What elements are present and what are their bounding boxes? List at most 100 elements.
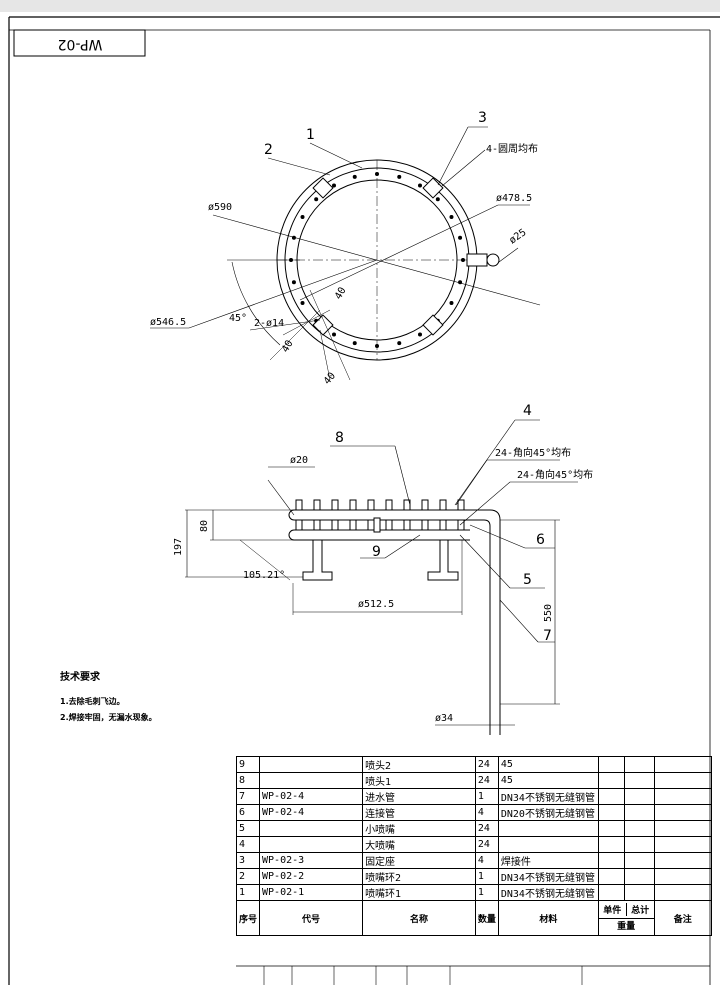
hdr-remark: 备注	[653, 900, 713, 936]
nozzle	[349, 519, 357, 530]
bom-cell-empty	[623, 852, 655, 869]
bom-cell-empty	[653, 772, 713, 789]
nozzle-hole	[397, 341, 402, 346]
bom-cell-qty: 1	[474, 884, 499, 901]
bom-cell-code: WP-02-4	[259, 804, 364, 821]
nozzle	[367, 519, 375, 530]
hdr-total: 总计	[631, 906, 650, 916]
dim-angle-45: 45°	[229, 313, 247, 324]
tech-req-item-1: 1.去除毛刺飞边。	[60, 697, 125, 706]
bom-cell-code	[259, 756, 364, 773]
nozzle	[421, 499, 429, 510]
bom-cell-empty	[653, 788, 713, 805]
bom-cell-no: 1	[235, 884, 261, 901]
tech-req-title: 技术要求	[60, 672, 100, 683]
bom-cell-qty: 24	[474, 820, 499, 837]
dim-550: 550	[543, 604, 554, 622]
nozzle	[313, 499, 321, 510]
dim-40-c: 40	[322, 371, 338, 387]
note-angle-2: 24-角向45°均布	[517, 468, 593, 481]
leader-holes	[249, 319, 321, 331]
nozzle	[349, 499, 357, 510]
nozzle-hole	[352, 341, 357, 346]
leader-6	[469, 524, 526, 549]
bom-cell-empty	[597, 836, 625, 853]
callout-8: 8	[335, 430, 344, 446]
dim-40-b: 40	[280, 339, 296, 355]
nozzle	[331, 499, 339, 510]
dim-25: ø25	[507, 227, 528, 246]
leader-note2	[459, 481, 511, 526]
nozzle-hole	[449, 215, 454, 219]
bom-cell-no: 2	[235, 868, 261, 885]
mount-tab-br	[422, 314, 444, 336]
mount-tab-bl	[312, 314, 334, 336]
bom-cell-name: 喷头1	[362, 772, 476, 789]
nozzle-hole	[435, 197, 440, 202]
nozzle-hole	[332, 332, 336, 337]
bom-cell-code	[259, 836, 364, 853]
bom-cell-empty	[653, 820, 713, 837]
leader-8	[394, 445, 411, 506]
bom-cell-material: DN34不锈钢无缝钢管	[497, 884, 599, 901]
ring1-end	[288, 509, 295, 521]
nozzle	[331, 519, 339, 530]
hdr-weight-group: 单件 总计 重量	[597, 900, 655, 936]
bom-cell-empty	[623, 884, 655, 901]
nozzle-hole	[449, 301, 454, 305]
bom-cell-material: 45	[497, 756, 599, 773]
bom-header: 序号 代号 名称 数量 材料 单件 总计 重量 备注	[235, 900, 713, 936]
nozzle-hole	[352, 174, 357, 179]
leader-5	[459, 534, 511, 589]
leader-note1	[455, 459, 488, 506]
hdr-material: 材料	[497, 900, 599, 936]
elevation-view: 8 4 6 5 9 7 24-角向45°均布 24-角向45°均布 ø20 80…	[173, 403, 593, 735]
nozzle	[403, 519, 411, 530]
dim-40-line-d	[319, 329, 331, 381]
nozzle	[313, 519, 321, 530]
bom-cell-no: 3	[235, 852, 261, 869]
bom-cell-qty: 24	[474, 836, 499, 853]
bom-cell-code: WP-02-2	[259, 868, 364, 885]
hdr-qty: 数量	[474, 900, 499, 936]
bom-cell-no: 7	[235, 788, 261, 805]
bom-cell-code: WP-02-3	[259, 852, 364, 869]
leader-note-plan	[441, 149, 486, 187]
inlet-pipe-outer	[470, 509, 501, 735]
bom-cell-material: DN34不锈钢无缝钢管	[497, 788, 599, 805]
bom-cell-name: 小喷嘴	[362, 820, 476, 837]
bom-cell-qty: 4	[474, 852, 499, 869]
callout-5: 5	[523, 572, 532, 588]
dim-512: ø512.5	[358, 599, 394, 610]
callout-9: 9	[372, 544, 381, 560]
inlet-pipe-section	[486, 253, 500, 267]
nozzle-hole	[314, 197, 319, 202]
dim-line-4785	[299, 204, 499, 301]
nozzle-hole	[300, 301, 305, 305]
leader-25	[498, 247, 519, 263]
tech-req-item-2: 2.焊接牢固，无漏水现象。	[60, 713, 157, 722]
leader-3	[437, 126, 469, 186]
dim-5465: ø546.5	[150, 317, 186, 328]
leader-2	[267, 157, 331, 176]
bom-cell-name: 大喷嘴	[362, 836, 476, 853]
nozzle-hole	[418, 332, 422, 337]
dim-40-line-b	[282, 309, 331, 336]
nozzle	[385, 499, 393, 510]
dim-590: ø590	[208, 202, 232, 213]
hdr-code: 代号	[259, 900, 364, 936]
bom-cell-empty	[597, 868, 625, 885]
bom-cell-code	[259, 820, 364, 837]
callout-6: 6	[536, 532, 545, 548]
bom-cell-material	[497, 820, 599, 837]
nozzle	[295, 499, 303, 510]
bom-cell-qty: 1	[474, 868, 499, 885]
bom-cell-no: 6	[235, 804, 261, 821]
bom-cell-material: DN34不锈钢无缝钢管	[497, 868, 599, 885]
bom-cell-material: DN20不锈钢无缝钢管	[497, 804, 599, 821]
bom-cell-empty	[653, 884, 713, 901]
